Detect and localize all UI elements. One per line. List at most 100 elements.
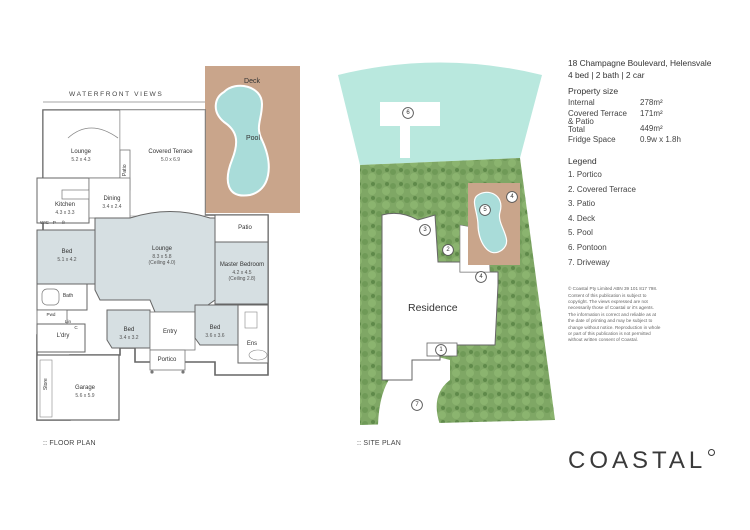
legend-item: 7. Driveway [568,257,610,267]
room-ldry: L'dry [56,333,70,339]
room-dims: 3.4 x 2.4 [102,203,122,210]
room-dims: 4.2 x 4.5 [232,269,252,276]
room-dims: 4.3 x 3.3 [55,209,75,216]
marker-1-text: 1 [439,347,443,353]
marker-6-text: 6 [406,110,410,116]
marker-1 [435,344,447,356]
room-dims: 5.2 x 4.3 [71,156,91,163]
marker-3 [419,224,431,236]
size-label-terrace: Covered Terrace [568,109,627,118]
room-name: Dining [103,196,121,202]
size-label-total: Total [568,125,585,134]
room-dims: 5.1 x 4.2 [57,256,77,263]
room-name: Covered Terrace [148,149,193,155]
room-bed-center: Bed 3.4 x 3.2 [112,327,146,341]
room-pwd: Pwd [46,312,56,317]
room-dims: 3.4 x 3.2 [119,334,139,341]
room-portico: Portico [157,357,177,363]
room-covered-terrace: Covered Terrace 5.0 x 6.9 [143,149,198,163]
room-bed-right: Bed 3.6 x 3.6 [198,325,232,339]
size-table: Internal 278m² Covered Terrace & Patio 1… [568,98,744,154]
coastal-logo: COASTAL [568,447,716,475]
deck-label: Deck [244,78,260,85]
marker-5-text: 5 [483,207,487,213]
site-plan: 6 2 3 4 4 5 1 7 Residence :: SITE PLAN [320,0,555,460]
site-plan-caption: :: SITE PLAN [357,440,402,447]
room-garage: Garage 5.6 x 5.9 [62,385,108,399]
marker-4b-text: 4 [510,194,514,200]
site-markers [402,107,518,411]
pool-shape [214,84,270,197]
info-panel: 18 Champagne Boulevard, Helensvale 4 bed… [568,58,744,344]
legend-item: 5. Pool [568,228,593,238]
room-lounge-main: Lounge 8.3 x 5.8 (Ceiling 4.0) [132,246,192,266]
room-dims: 8.3 x 5.8 [152,253,172,260]
room-entry: Entry [162,329,177,335]
room-lounge-top: Lounge 5.2 x 4.3 [55,149,107,163]
property-size-heading: Property size [568,86,619,96]
marker-5 [479,204,491,216]
legend-list: 1. Portico 2. Covered Terrace 3. Patio 4… [568,168,744,270]
room-name: Lounge [70,149,92,155]
room-name: Garage [74,385,95,391]
room-bath: Bath [62,293,74,299]
pantry-label: P [52,220,56,225]
marker-7-text: 7 [415,402,419,408]
size-label-fridge: Fridge Space [568,135,616,144]
room-name: Kitchen [54,202,75,208]
size-label-internal: Internal [568,98,595,107]
room-note: (Ceiling 2.8) [228,275,256,282]
room-dims: 5.0 x 6.9 [160,156,181,163]
property-address: 18 Champagne Boulevard, Helensvale [568,58,712,68]
legend-item: 4. Deck [568,213,596,223]
room-kitchen: Kitchen 4.3 x 3.3 [44,202,86,216]
floor-plan-caption: :: FLOOR PLAN [43,440,96,447]
legend-item: 3. Patio [568,199,596,209]
room-patio-vertical: Patio [121,164,128,177]
property-config: 4 bed | 2 bath | 2 car [568,70,645,80]
wic-label: WIC [40,220,49,225]
legend-item: 1. Portico [568,170,602,179]
room-patio-right: Patio [238,225,252,231]
marker-4a-text: 4 [479,274,483,280]
legend-item: 2. Covered Terrace [568,184,636,194]
residence-label: Residence [408,302,458,314]
site-plan-drawing [338,62,555,425]
marker-2-text: 2 [446,247,450,253]
room-ens: Ens [246,341,258,347]
size-label-terrace-2: & Patio [568,117,594,126]
floor-plan-drawing [36,66,300,421]
room-dining: Dining 3.4 x 2.4 [93,196,131,210]
room-name: Bed [209,325,221,331]
pontoon-walkway [400,105,410,158]
room-note: (Ceiling 4.0) [148,259,176,266]
room-dims: 3.6 x 3.6 [205,332,225,339]
room-dims: 5.6 x 5.9 [75,392,95,399]
size-value-terrace: 171m² [640,109,663,118]
size-value-internal: 278m² [640,98,663,107]
room-cupboard: C [74,325,78,330]
legend-heading: Legend [568,156,597,166]
marker-2 [442,244,454,256]
marker-6 [402,107,414,119]
room-store: Store [42,378,49,391]
floor-plan: WATERFRONT VIEWS Deck Pool Lounge 5.2 x … [0,0,320,460]
room-name: Master Bedroom [219,262,265,268]
room-name: Bed [61,249,73,255]
room-bed-left: Bed 5.1 x 4.2 [47,249,87,263]
marker-4-deck-upper [506,191,518,203]
pool-label: Pool [245,135,260,142]
brand-text: COASTAL [568,447,707,474]
room-name: Bed [123,327,135,333]
marker-4-deck-lower [475,271,487,283]
brand-circle-icon [708,449,716,456]
size-value-total: 449m² [640,124,663,133]
size-value-fridge: 0.9w x 1.8h [640,135,681,144]
residence-outline [381,212,499,381]
legend-item: 6. Pontoon [568,242,607,252]
disclaimer: © Coastal Pty Limited ABN 39 101 817 798… [568,286,661,343]
room-name: Lounge [151,246,173,252]
fridge-label: fr [62,220,66,225]
room-master: Master Bedroom 4.2 x 4.5 (Ceiling 2.8) [219,262,265,282]
marker-7 [411,399,423,411]
